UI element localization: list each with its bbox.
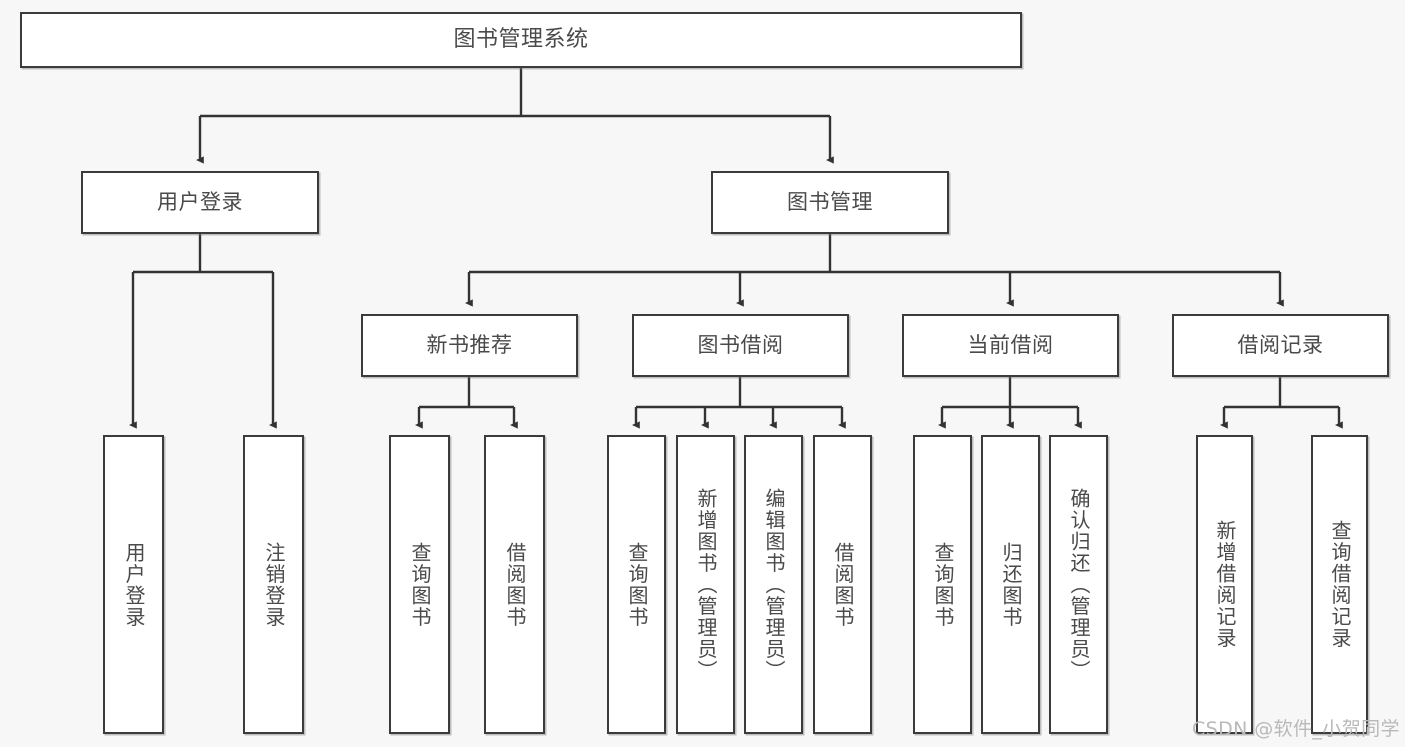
node-leaf-user-login-label: 用户登录: [122, 541, 146, 628]
node-book-borrow[interactable]: 图书借阅: [632, 314, 849, 377]
node-current-borrow[interactable]: 当前借阅: [902, 314, 1119, 377]
node-leaf-add-book-label: 新增图书（管理员）: [694, 487, 718, 682]
node-user-login[interactable]: 用户登录: [81, 171, 319, 234]
node-current-borrow-label: 当前借阅: [967, 333, 1054, 358]
node-borrow-record[interactable]: 借阅记录: [1172, 314, 1389, 377]
node-leaf-add-record[interactable]: 新增借阅记录: [1196, 435, 1253, 734]
node-leaf-borrow-book-2[interactable]: 借阅图书: [813, 435, 872, 734]
node-new-book-rec[interactable]: 新书推荐: [361, 314, 578, 377]
node-book-manage[interactable]: 图书管理: [711, 171, 949, 234]
node-leaf-query-record[interactable]: 查询借阅记录: [1311, 435, 1368, 734]
node-leaf-query-book-1[interactable]: 查询图书: [389, 435, 450, 734]
node-book-manage-label: 图书管理: [787, 190, 873, 215]
node-leaf-edit-book-label: 编辑图书（管理员）: [762, 487, 786, 682]
node-leaf-query-book-3[interactable]: 查询图书: [913, 435, 972, 734]
node-leaf-borrow-book-2-label: 借阅图书: [831, 541, 855, 628]
node-leaf-borrow-book-1[interactable]: 借阅图书: [484, 435, 545, 734]
node-leaf-query-book-1-label: 查询图书: [408, 541, 432, 628]
node-leaf-borrow-book-1-label: 借阅图书: [503, 541, 527, 628]
node-leaf-query-book-2[interactable]: 查询图书: [607, 435, 666, 734]
node-borrow-record-label: 借阅记录: [1237, 333, 1324, 358]
node-leaf-add-record-label: 新增借阅记录: [1213, 520, 1237, 649]
node-book-borrow-label: 图书借阅: [697, 333, 784, 358]
node-leaf-query-book-2-label: 查询图书: [625, 541, 649, 628]
node-leaf-return-book[interactable]: 归还图书: [981, 435, 1040, 734]
node-leaf-user-login[interactable]: 用户登录: [103, 435, 164, 734]
node-leaf-logout[interactable]: 注销登录: [243, 435, 304, 734]
node-leaf-query-record-label: 查询借阅记录: [1328, 520, 1352, 649]
node-leaf-confirm-return-label: 确认归还（管理员）: [1067, 487, 1091, 682]
node-user-login-label: 用户登录: [157, 190, 243, 215]
node-leaf-logout-label: 注销登录: [262, 541, 286, 628]
node-root-label: 图书管理系统: [453, 27, 589, 53]
node-new-book-rec-label: 新书推荐: [426, 333, 513, 358]
node-leaf-confirm-return[interactable]: 确认归还（管理员）: [1049, 435, 1108, 734]
node-leaf-return-book-label: 归还图书: [999, 541, 1023, 628]
node-root[interactable]: 图书管理系统: [20, 12, 1022, 68]
csdn-watermark: CSDN @软件_小贺同学: [1192, 718, 1400, 740]
node-leaf-query-book-3-label: 查询图书: [931, 541, 955, 628]
node-leaf-add-book[interactable]: 新增图书（管理员）: [676, 435, 735, 734]
node-leaf-edit-book[interactable]: 编辑图书（管理员）: [744, 435, 803, 734]
